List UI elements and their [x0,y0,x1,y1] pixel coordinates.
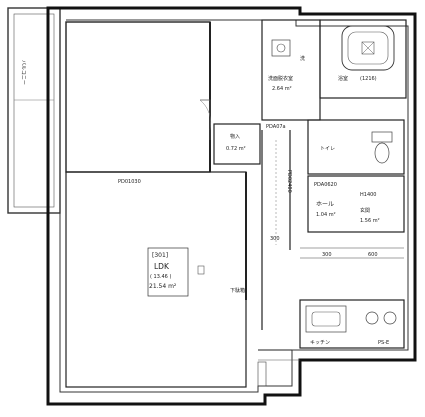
hall: PDA0620 ホール 1.04 m² H1400 玄関 1.56 m² [307,175,405,233]
storage-name: 物入 [230,133,240,140]
bathroom-code: (1216) [360,76,377,82]
pd-ps-label: PD02400 [286,170,292,193]
pd-ldk-label: PD01030 [118,179,141,185]
bathroom: 浴室 (1216) [319,19,407,99]
corridor: PD02400 300 [261,130,292,330]
balcony-label: バルコニー [20,60,26,85]
western-room-1: PD01030 [65,21,212,185]
dim-300: 300 [322,252,332,258]
ps-label: PS-E [378,340,389,346]
entrance-area: 1.56 m² [360,218,380,224]
storage-room: 物入 0.72 m² [213,123,261,165]
storage-area: 0.72 m² [226,146,246,152]
balcony: バルコニー [7,7,61,214]
hall-name: ホール [316,201,334,208]
toilet-room: トイレ [307,119,405,175]
ldk-tatami: ( 13.46 ) [150,274,171,280]
entrance-name: 玄関 [360,207,370,214]
washroom-area: 2.64 m² [272,86,292,92]
bottom-step [257,349,300,387]
wash-label: 洗 [300,55,305,62]
shoe-label: 下駄箱 [230,287,245,294]
kitchen: キッチン PS-E [299,299,405,349]
toilet-name: トイレ [320,146,335,152]
dimension-band: 300 600 [300,247,404,259]
pd-small-label: PDA07a [266,124,286,130]
ldk-code: [301] [152,252,168,259]
ldk-name: LDK [154,262,170,271]
hall-dim: H1400 [360,192,376,198]
bathroom-name: 浴室 [338,75,348,82]
ldk-room: [301] LDK ( 13.46 ) 21.54 m² 下駄箱 [65,171,247,388]
outer-walls [46,6,417,406]
pd-hall-label: PDA0620 [314,182,337,188]
corridor-dim: 300 [270,236,280,242]
washroom: 洗面脱衣室 2.64 m² 洗 PDA07a [261,19,321,130]
kitchen-label: キッチン [310,340,330,346]
hall-area: 1.04 m² [316,212,336,218]
ldk-area: 21.54 m² [149,283,177,290]
dim-600: 600 [368,252,378,258]
washroom-name: 洗面脱衣室 [268,75,293,82]
